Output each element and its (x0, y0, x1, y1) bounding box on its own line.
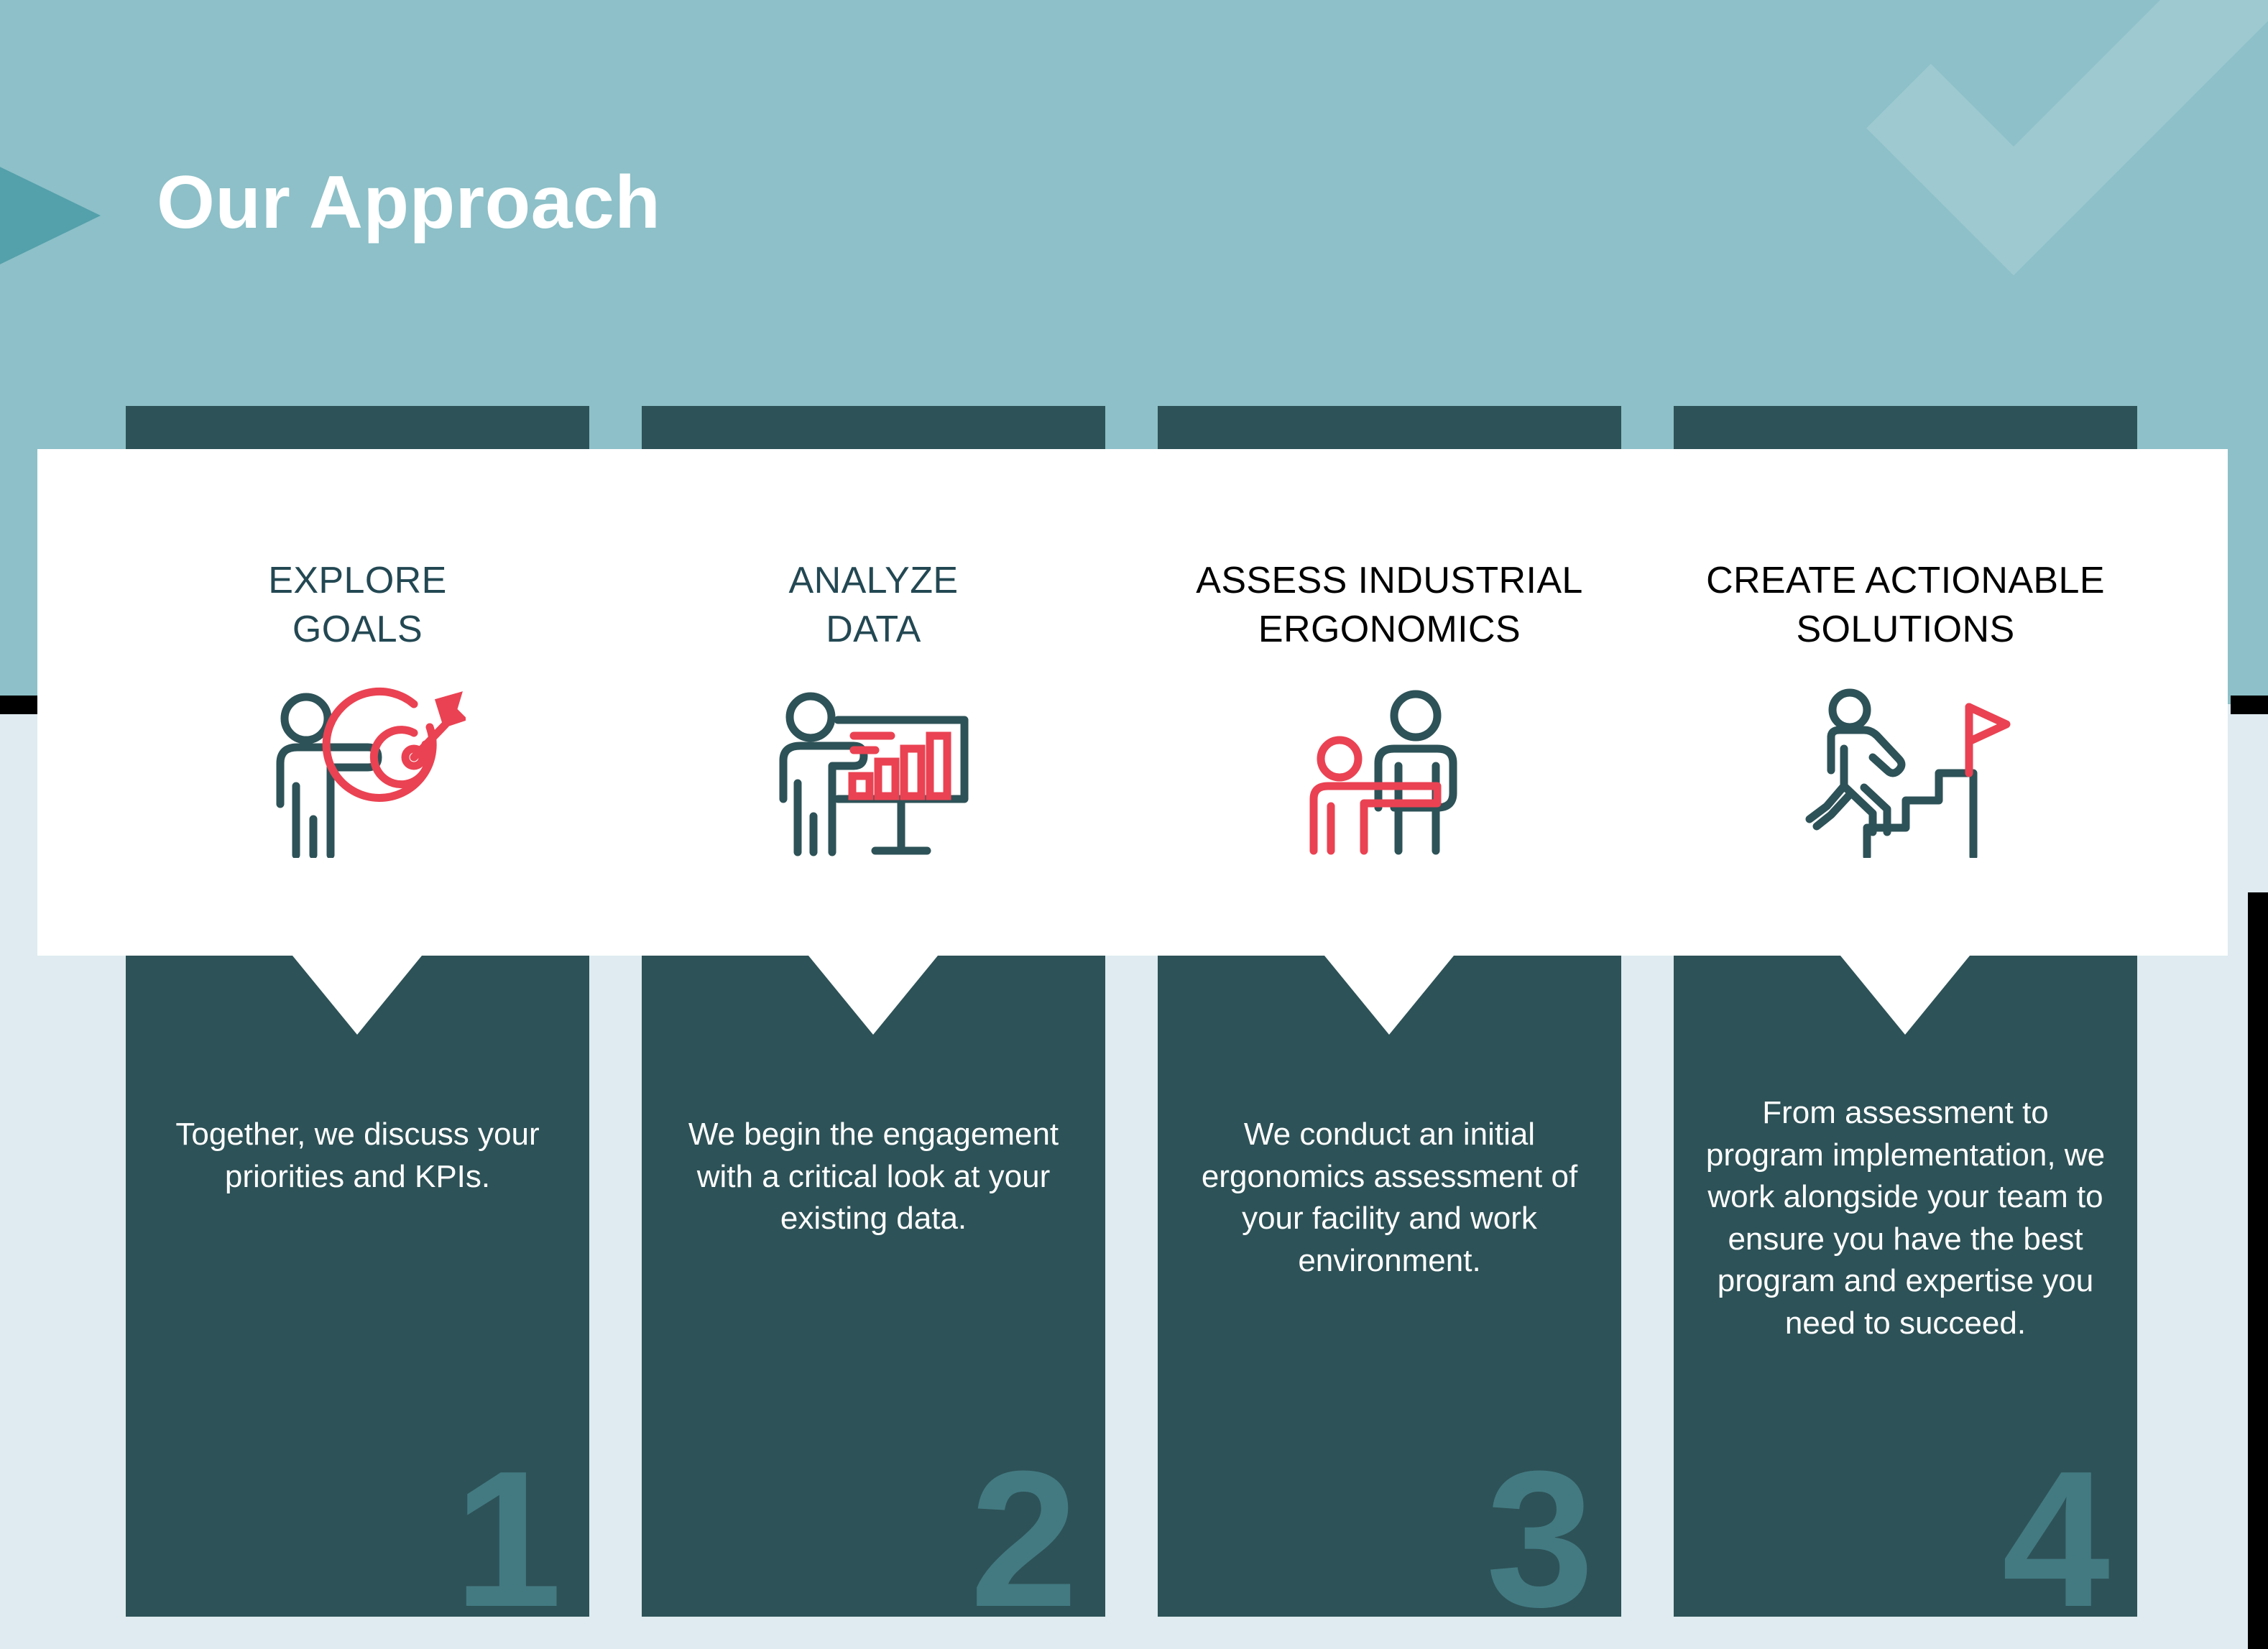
step-body-2: We begin the engagement with a critical … (688, 1117, 1059, 1237)
step-number-2: 2 (969, 1431, 1078, 1648)
step-heading-col-3: ASSESS INDUSTRIAL ERGONOMICS (1158, 449, 1621, 956)
panel-notch-3 (1324, 956, 1454, 1035)
step-heading-col-2: ANALYZE DATA (642, 449, 1105, 956)
divider-rule-right (2231, 696, 2268, 714)
panel-notch-1 (292, 956, 422, 1035)
step-number-3: 3 (1485, 1431, 1594, 1648)
step-heading-col-4: CREATE ACTIONABLE SOLUTIONS (1674, 449, 2137, 956)
step-title-3: ASSESS INDUSTRIAL ERGONOMICS (1196, 560, 1583, 650)
chevron-decoration (0, 104, 101, 327)
step-body-1: Together, we discuss your priorities and… (175, 1117, 540, 1194)
person-bar-chart-presentation-icon (766, 678, 982, 858)
person-stairs-flag-icon (1798, 678, 2014, 859)
step-title-4: CREATE ACTIONABLE SOLUTIONS (1706, 560, 2105, 650)
step-heading-col-1: EXPLORE GOALS (126, 449, 589, 956)
step-body-4: From assessment to program implementatio… (1705, 1095, 2106, 1341)
step-number-4: 4 (2001, 1431, 2110, 1648)
panel-notch-4 (1840, 956, 1970, 1035)
checkmark-icon (1866, 0, 2268, 276)
step-title-2: ANALYZE DATA (788, 560, 959, 650)
divider-rule-left (0, 696, 37, 714)
step-title-1: EXPLORE GOALS (268, 560, 447, 650)
two-people-workstation-icon (1282, 678, 1498, 858)
person-target-icon (250, 678, 466, 859)
page-title: Our Approach (157, 161, 661, 244)
step-body-3: We conduct an initial ergonomics assessm… (1201, 1117, 1578, 1278)
step-number-1: 1 (453, 1431, 562, 1648)
divider-rule-right-vertical (2248, 892, 2268, 1649)
panel-notch-2 (808, 956, 938, 1035)
